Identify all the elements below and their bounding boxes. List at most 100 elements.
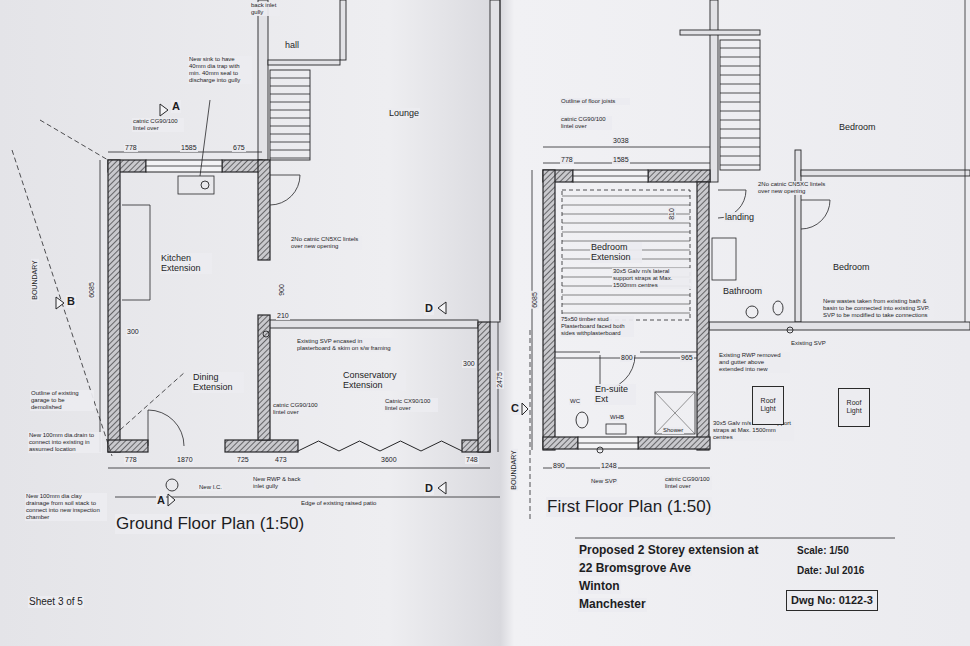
dimension: 6085 (88, 281, 96, 299)
room-name: landing (724, 212, 755, 222)
stair-tread (720, 120, 760, 121)
dimension: 748 (465, 456, 479, 464)
pipe-symbol (166, 479, 178, 491)
note: Edge of existing raised patio (300, 500, 377, 507)
stair-tread (720, 93, 760, 94)
shower-tray (655, 392, 695, 434)
window (146, 160, 222, 172)
existing-wall (268, 60, 340, 65)
bifold-door (298, 441, 462, 451)
stair-tread (270, 142, 310, 143)
existing-wall (709, 322, 970, 330)
existing-wall (490, 0, 500, 322)
existing-wall (258, 0, 268, 160)
stair-tread (270, 126, 310, 127)
stair (720, 40, 760, 170)
stair-tread (270, 150, 310, 151)
note: 30x5 Galv m/s lateral support straps at … (612, 268, 692, 289)
drawing-line (500, 0, 501, 320)
new-wall (225, 440, 298, 452)
floor-joist (562, 304, 690, 305)
existing-wall (710, 0, 718, 182)
fixture (606, 424, 626, 434)
room-name: En-suite Ext (594, 384, 636, 405)
note: catnic CG90/100 lintel over (272, 402, 322, 416)
note: Outline of existing garage to be demolis… (30, 390, 94, 411)
box-text: Roof Light (843, 399, 865, 415)
dimension: 725 (236, 456, 250, 464)
room-name: Bathroom (722, 286, 763, 296)
floor-joist (562, 196, 690, 197)
dimension: 473 (274, 456, 288, 464)
section-arrow (160, 104, 168, 116)
dimension: 300 (126, 328, 140, 336)
note: Existing SVP encased in plasterboard & s… (296, 338, 398, 352)
drawing-line (543, 468, 710, 469)
stair-tread (720, 102, 760, 103)
existing-wall (680, 30, 760, 35)
note: Outline of floor joists (560, 98, 630, 105)
stair-tread (270, 134, 310, 135)
section-marker: D (424, 302, 434, 315)
note: Existing RWP removed and gutter above ex… (718, 352, 790, 373)
new-wall (543, 170, 555, 450)
dimension: 1248 (600, 462, 618, 470)
note: Catnic CX90/100 lintel over (384, 398, 438, 412)
section-arrow (438, 302, 446, 314)
title-block-text: Scale: 1/50 (796, 545, 850, 557)
stair-tread (270, 118, 310, 119)
fixture (178, 176, 214, 194)
drawing-line (965, 0, 966, 322)
dimension: 800 (620, 354, 634, 362)
title-block-text: Manchester (578, 598, 647, 612)
stair-tread (720, 165, 760, 166)
drawing-line (122, 205, 150, 206)
stair-tread (720, 129, 760, 130)
drawing-line (200, 100, 210, 176)
existing-wall (795, 150, 801, 322)
dimension: 1870 (176, 456, 194, 464)
drawing-line (150, 205, 151, 300)
note: catnic CG90/100 lintel over (664, 476, 712, 490)
drawing-line (640, 352, 697, 353)
stair-tread (720, 66, 760, 67)
dimension: 1585 (180, 144, 198, 152)
drawing-line (532, 170, 533, 450)
stair (270, 70, 310, 160)
section-arrow (522, 403, 528, 415)
boundary-label: BOUNDARY (510, 449, 518, 491)
note: catnic CG90/100 lintel over (560, 116, 612, 130)
new-wall (638, 437, 710, 449)
note: Existing SVP (790, 340, 827, 347)
room-name: hall (284, 40, 300, 50)
dimension: 6085 (531, 291, 539, 309)
joist-outline (562, 190, 690, 320)
room-name: Bedroom (838, 122, 877, 132)
stair-tread (270, 110, 310, 111)
section-arrow (438, 482, 446, 494)
stair-tread (720, 75, 760, 76)
section-marker: D (424, 482, 434, 495)
pipe-symbol (746, 306, 758, 318)
room-name: Kitchen Extension (160, 253, 212, 274)
section-arrow (56, 297, 64, 309)
section-marker: A (156, 494, 166, 507)
new-wall (108, 160, 120, 452)
dimension: 675 (232, 144, 246, 152)
window-glass (578, 443, 638, 444)
drawing-line (12, 150, 112, 456)
note: New I.C. (198, 484, 223, 491)
roof-light: Roof Light (838, 388, 870, 427)
fixture-label: Shower (662, 427, 684, 434)
box-text: Roof Light (757, 397, 779, 413)
new-wall (258, 160, 270, 260)
dimension: 3038 (612, 137, 630, 145)
pipe-symbol (597, 447, 603, 453)
dimension: 778 (560, 156, 574, 164)
note: New RWP & back inlet gully (252, 476, 314, 490)
drawing-line (530, 330, 531, 520)
window-frame (146, 160, 222, 172)
note: 75x50 timber stud Plasterboard faced bot… (560, 316, 634, 337)
floor-joist (562, 223, 690, 224)
